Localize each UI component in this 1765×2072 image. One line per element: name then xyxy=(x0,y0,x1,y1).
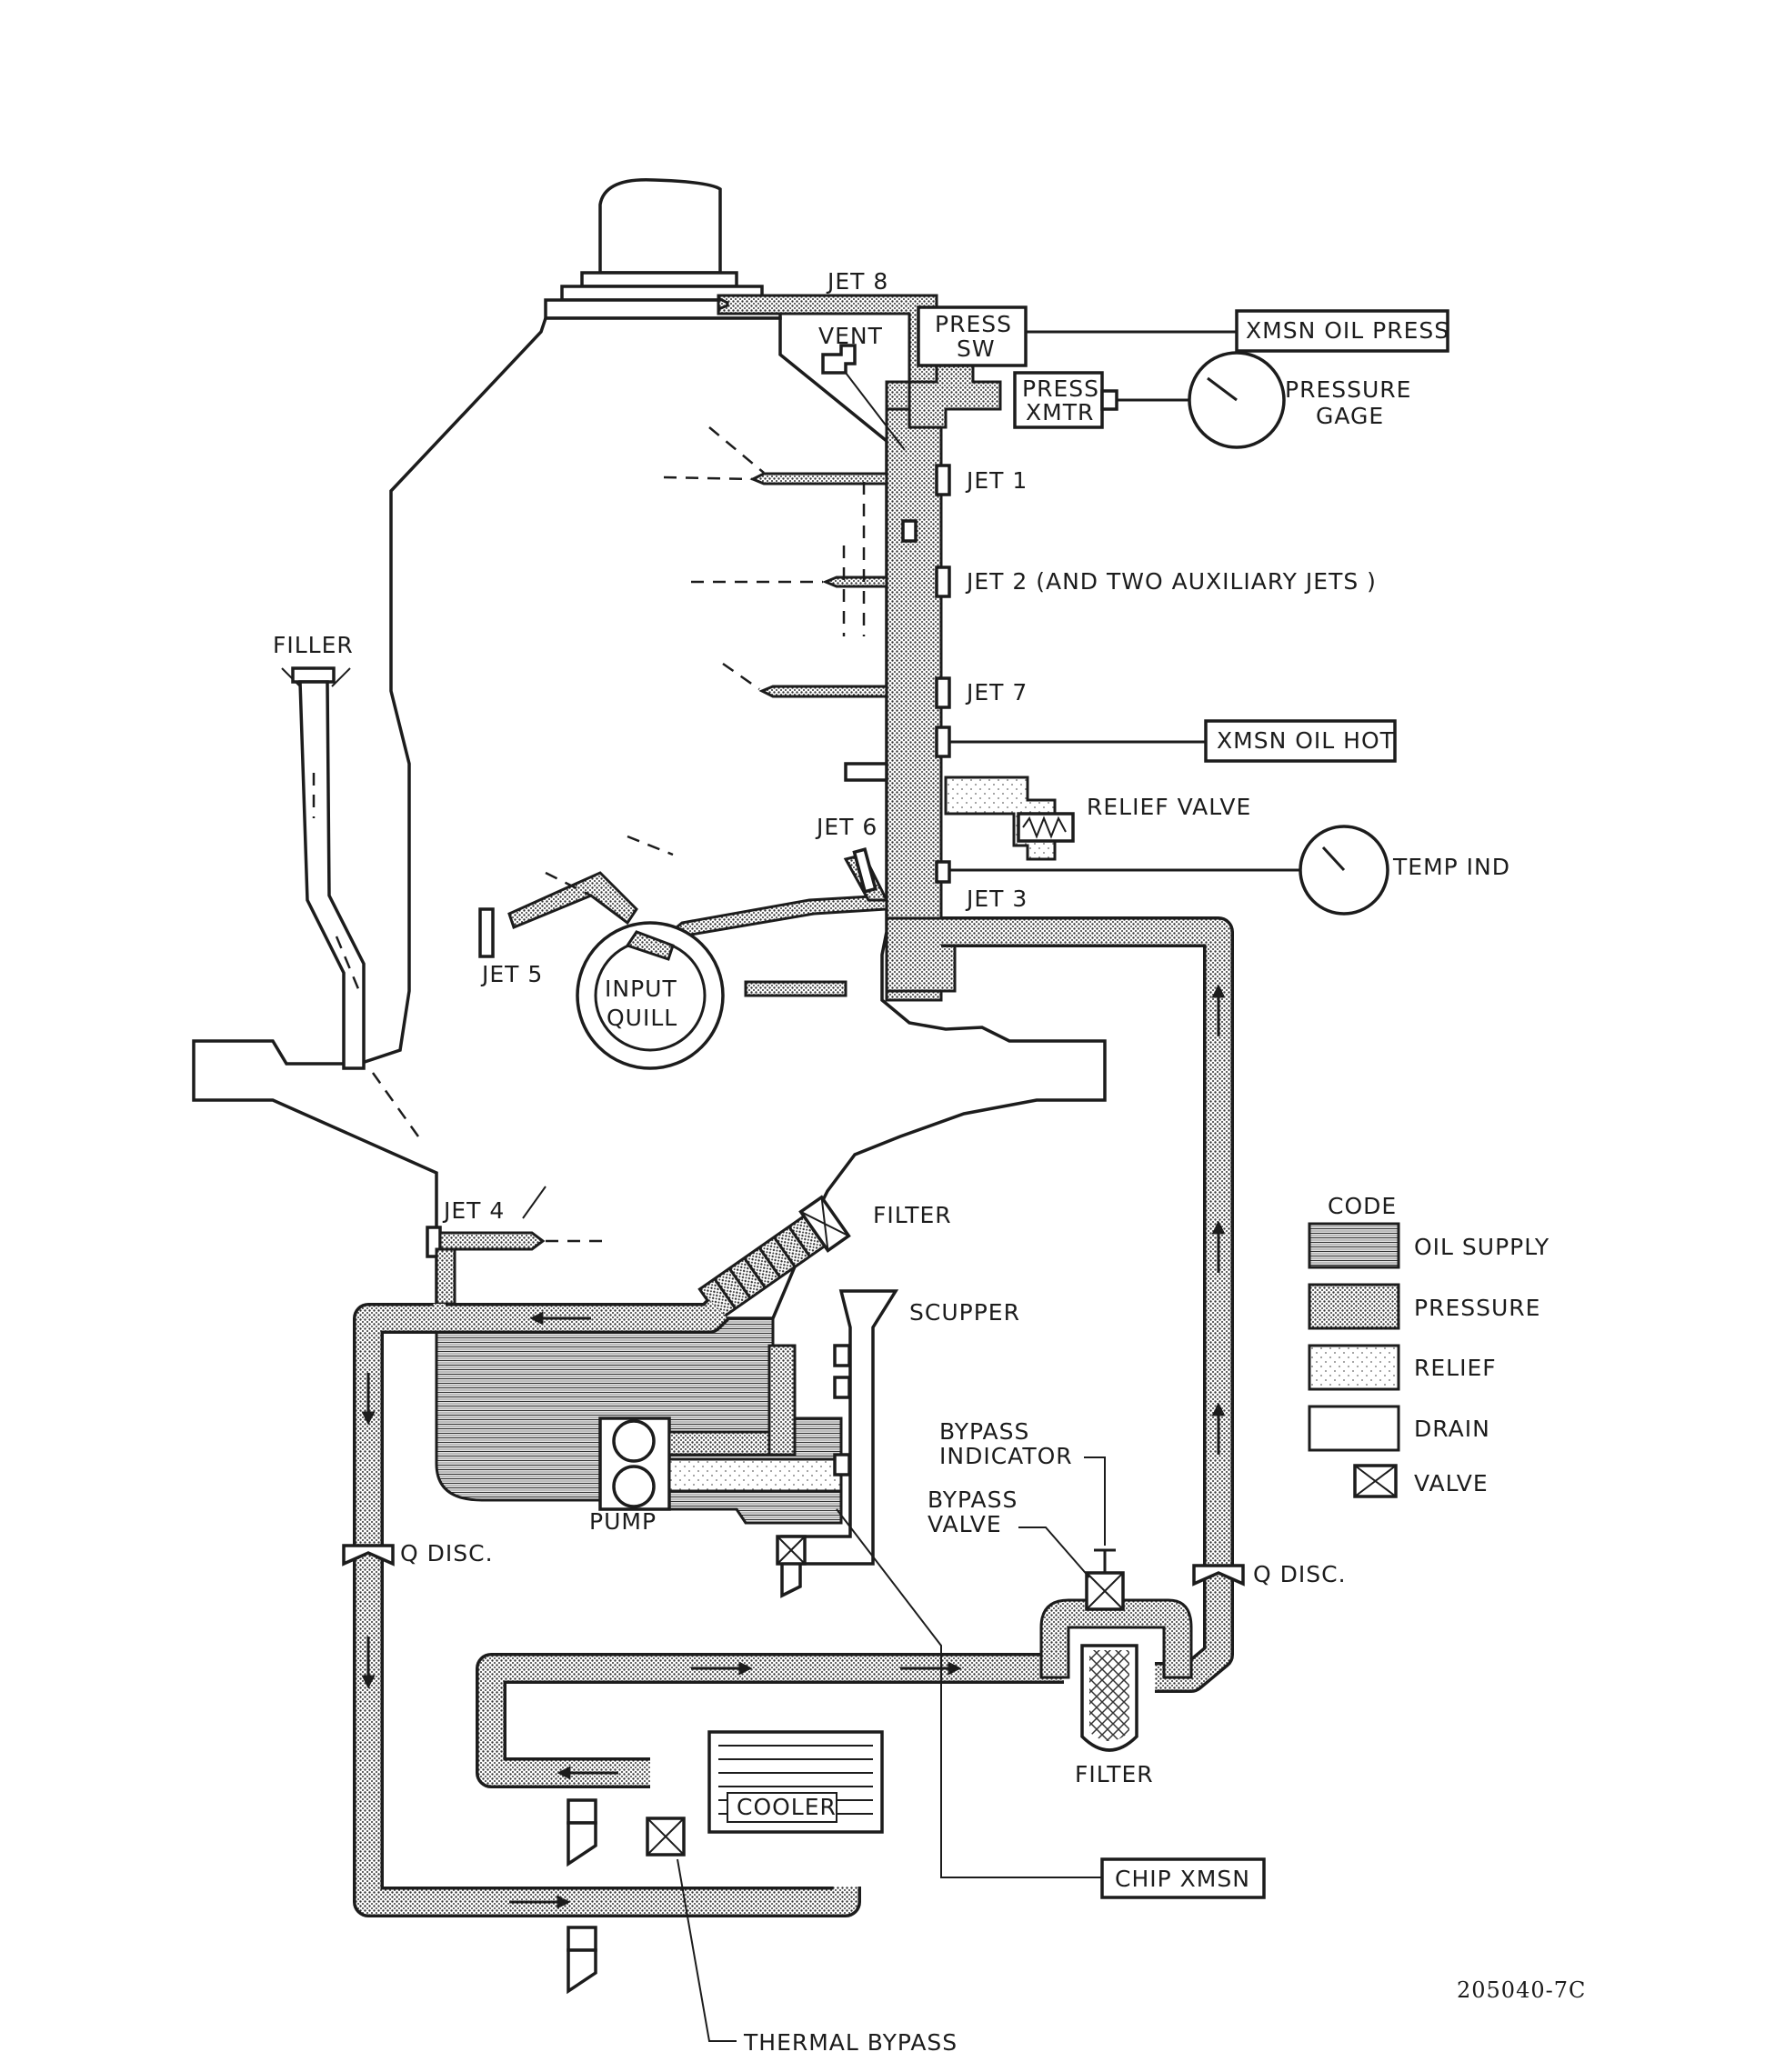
chip-xmsn-label: CHIP XMSN xyxy=(1115,1866,1250,1892)
scupper: SCUPPER xyxy=(776,1289,1020,1598)
bypass-indicator-label-1: BYPASS xyxy=(939,1418,1029,1445)
pressure-gage-label-1: PRESSURE xyxy=(1285,376,1411,403)
oil-sump: PUMP xyxy=(435,1316,843,1535)
scupper-label: SCUPPER xyxy=(909,1299,1020,1326)
legend: CODE OIL SUPPLY PRESSURE RELIEF DRAIN VA… xyxy=(1308,1193,1549,1498)
temp-indicator: TEMP IND xyxy=(949,825,1510,916)
bottom-filter-assembly: FILTER BYPASS INDICATOR BYPASS VALVE xyxy=(928,1418,1193,1787)
filler-label: FILLER xyxy=(273,632,354,658)
vent-label: VENT xyxy=(818,323,883,349)
filter-top-label: FILTER xyxy=(873,1202,952,1228)
input-quill-label-2: QUILL xyxy=(607,1005,677,1031)
legend-swatch-supply xyxy=(1308,1222,1400,1269)
relief-valve-label: RELIEF VALVE xyxy=(1087,794,1251,820)
jet3-label: JET 3 xyxy=(965,886,1028,912)
jet4-label: JET 4 xyxy=(442,1197,505,1224)
vent xyxy=(821,344,906,451)
press-sw-label-1: PRESS xyxy=(935,311,1012,337)
xmsn-oil-hot-label: XMSN OIL HOT xyxy=(1217,727,1395,754)
legend-item-valve: VALVE xyxy=(1414,1470,1489,1496)
cooler-label: COOLER xyxy=(737,1794,837,1820)
jet1-label: JET 1 xyxy=(965,467,1028,494)
pump-label: PUMP xyxy=(589,1508,657,1535)
jet5-label: JET 5 xyxy=(480,961,543,987)
legend-item-supply: OIL SUPPLY xyxy=(1414,1234,1549,1260)
supply-loop: Q DISC. xyxy=(342,1297,861,1917)
input-quill-label-1: INPUT xyxy=(605,976,677,1002)
pressure-switch: PRESS SW XMSN OIL PRESS xyxy=(917,305,1449,367)
legend-swatch-drain xyxy=(1308,1405,1400,1452)
jet6-jet5-branch xyxy=(478,835,889,1070)
jet7-label: JET 7 xyxy=(965,679,1028,706)
q-disc-right-label: Q DISC. xyxy=(1253,1561,1347,1587)
jet6-label: JET 6 xyxy=(815,814,877,840)
press-xmtr-label-1: PRESS xyxy=(1022,375,1099,402)
bypass-valve-label-2: VALVE xyxy=(928,1511,1002,1537)
jet8-label: JET 8 xyxy=(826,268,888,295)
jet-nozzles xyxy=(717,295,951,884)
filler: FILLER xyxy=(273,632,420,1137)
spray-lines xyxy=(663,426,866,691)
filter-bottom-label: FILTER xyxy=(1075,1761,1154,1787)
q-disc-left-label: Q DISC. xyxy=(400,1540,494,1567)
oil-hot-switch: XMSN OIL HOT xyxy=(949,719,1397,763)
press-xmtr-label-2: XMTR xyxy=(1026,399,1094,425)
oil-cooler: COOLER THERMAL BYPASS xyxy=(567,1730,958,2056)
legend-item-pressure: PRESSURE xyxy=(1414,1295,1540,1321)
bypass-indicator-label-2: INDICATOR xyxy=(939,1443,1073,1469)
pressure-manifold xyxy=(717,294,1002,1002)
thermal-bypass-label: THERMAL BYPASS xyxy=(743,2029,958,2056)
press-sw-label-2: SW xyxy=(957,335,996,362)
legend-title: CODE xyxy=(1328,1193,1397,1219)
bypass-valve-label-1: BYPASS xyxy=(928,1486,1018,1513)
temp-ind-label: TEMP IND xyxy=(1392,854,1510,880)
legend-swatch-relief xyxy=(1308,1344,1400,1391)
pressure-transmitter: PRESS XMTR PRESSURE GAGE xyxy=(1013,351,1411,449)
jet4: JET 4 xyxy=(426,1186,607,1306)
chip-detector: CHIP XMSN xyxy=(836,1508,1266,1899)
cooler-return-pipe xyxy=(476,1653,1064,1788)
xmsn-oil-press-label: XMSN OIL PRESS xyxy=(1246,317,1449,344)
pressure-gage-label-2: GAGE xyxy=(1316,403,1384,429)
transmission-case xyxy=(192,177,1107,1320)
relief-valve: RELIEF VALVE xyxy=(944,776,1251,861)
jet2-label: JET 2 (AND TWO AUXILIARY JETS ) xyxy=(965,568,1377,595)
figure-id: 205040-7C xyxy=(1457,1977,1586,2003)
legend-item-relief: RELIEF xyxy=(1414,1355,1497,1381)
legend-item-drain: DRAIN xyxy=(1414,1416,1490,1442)
legend-swatch-pressure xyxy=(1308,1283,1400,1330)
valve-icon xyxy=(1354,1465,1397,1497)
